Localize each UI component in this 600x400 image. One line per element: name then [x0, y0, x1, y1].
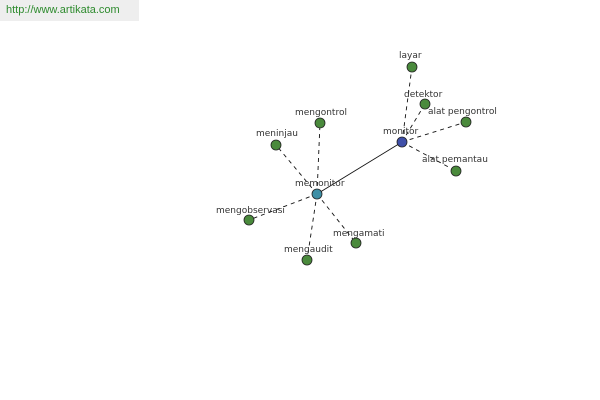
edge-memonitor-mengaudit	[306, 193, 318, 261]
node-detektor[interactable]	[419, 98, 431, 110]
edge-memonitor-mengontrol	[316, 122, 321, 195]
edge-memonitor-mengamati	[316, 193, 357, 244]
node-mengamati[interactable]	[350, 237, 362, 249]
edge-monitor-alat-pengontrol	[401, 121, 467, 143]
node-label-mengontrol: mengontrol	[295, 108, 347, 118]
node-mengaudit[interactable]	[301, 254, 313, 266]
node-label-alat-pemantau: alat pemantau	[422, 155, 488, 165]
watermark: http://www.artikata.com	[0, 0, 139, 21]
edge-memonitor-meninjau	[275, 144, 318, 195]
node-label-detektor: detektor	[404, 90, 443, 100]
node-mengontrol[interactable]	[314, 117, 326, 129]
node-layar[interactable]	[406, 61, 418, 73]
node-alat-pengontrol[interactable]	[460, 116, 472, 128]
nodes-layer	[243, 61, 472, 266]
edge-memonitor-monitor	[316, 141, 403, 195]
edge-monitor-alat-pemantau	[401, 141, 457, 172]
node-label-mengaudit: mengaudit	[284, 245, 333, 255]
edges-layer	[248, 66, 467, 261]
node-label-monitor: monitor	[383, 127, 419, 137]
node-label-mengamati: mengamati	[333, 229, 385, 239]
node-monitor[interactable]	[396, 136, 408, 148]
node-label-layar: layar	[399, 51, 422, 61]
node-label-mengobservasi: mengobservasi	[216, 206, 285, 216]
labels-layer: memonitor monitor mengontrol meninjau mengob…	[216, 51, 497, 255]
node-alat-pemantau[interactable]	[450, 165, 462, 177]
node-memonitor[interactable]	[311, 188, 323, 200]
node-label-alat-pengontrol: alat pengontrol	[428, 107, 497, 117]
node-meninjau[interactable]	[270, 139, 282, 151]
node-label-meninjau: meninjau	[256, 129, 298, 139]
node-label-memonitor: memonitor	[295, 179, 345, 189]
node-mengobservasi[interactable]	[243, 214, 255, 226]
